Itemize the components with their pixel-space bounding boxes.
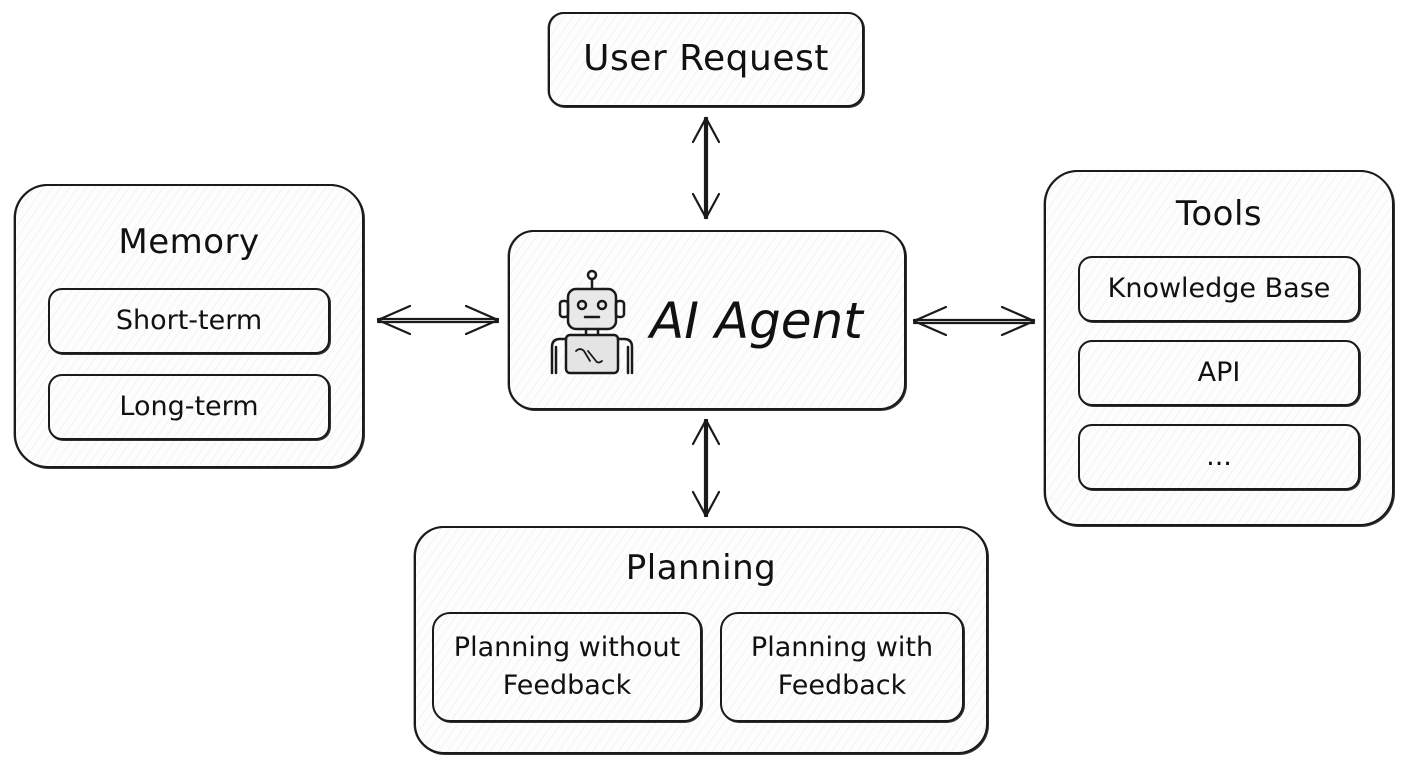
tools-item-api[interactable]: API xyxy=(1078,340,1360,406)
robot-icon xyxy=(550,269,634,375)
memory-item-label: Long-term xyxy=(119,391,259,423)
tools-item-more[interactable]: ... xyxy=(1078,424,1360,490)
tools-node[interactable]: Tools Knowledge Base API ... xyxy=(1044,170,1394,526)
ai-agent-label: AI Agent xyxy=(650,292,863,350)
arrow-user-agent xyxy=(691,116,721,220)
tools-item-knowledge-base[interactable]: Knowledge Base xyxy=(1078,256,1360,322)
tools-title: Tools xyxy=(1175,194,1263,234)
user-request-label: User Request xyxy=(583,38,829,79)
memory-item-long-term[interactable]: Long-term xyxy=(48,374,330,440)
arrow-agent-tools xyxy=(912,305,1036,337)
ai-agent-node[interactable]: AI Agent xyxy=(508,230,906,410)
planning-item-label: Planning with Feedback xyxy=(750,632,934,701)
planning-item-label: Planning without Feedback xyxy=(453,632,681,701)
tools-item-label: ... xyxy=(1206,441,1232,473)
tools-item-label: Knowledge Base xyxy=(1107,273,1331,305)
planning-title: Planning xyxy=(625,548,777,588)
memory-title: Memory xyxy=(118,222,260,262)
memory-item-short-term[interactable]: Short-term xyxy=(48,288,330,354)
memory-node[interactable]: Memory Short-term Long-term xyxy=(14,184,364,468)
arrow-agent-planning xyxy=(691,418,721,518)
tools-item-label: API xyxy=(1197,357,1241,389)
memory-item-label: Short-term xyxy=(115,305,263,337)
arrow-memory-agent xyxy=(376,304,500,336)
planning-item-without-feedback[interactable]: Planning without Feedback xyxy=(432,612,702,722)
planning-node[interactable]: Planning Planning without Feedback Plann… xyxy=(414,526,988,754)
user-request-node[interactable]: User Request xyxy=(548,12,864,107)
planning-item-with-feedback[interactable]: Planning with Feedback xyxy=(720,612,964,722)
